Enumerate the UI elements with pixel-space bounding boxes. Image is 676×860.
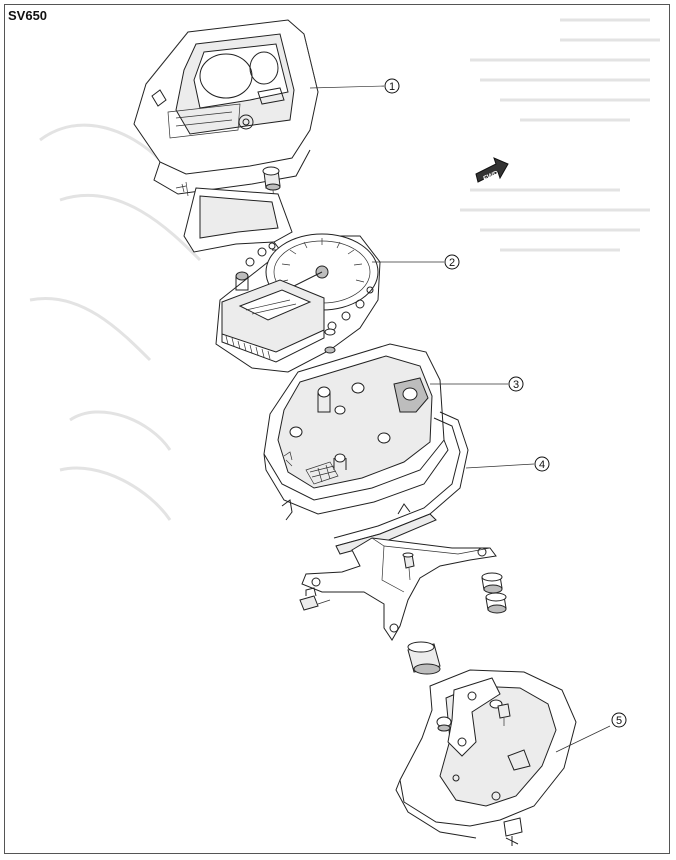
callout-4-num: 4 (539, 459, 545, 471)
callout-leaders (309, 85, 611, 753)
callout-5-num: 5 (616, 715, 622, 727)
callout-3: 3 (508, 376, 524, 392)
part-lower-case (263, 343, 449, 521)
part-grommets-right (481, 572, 507, 614)
part-meter-unit (215, 233, 381, 373)
page-frame (4, 4, 670, 854)
part-meter-lens (175, 181, 293, 253)
part-cushion-lower (407, 641, 441, 675)
part-screw-center (402, 552, 415, 581)
part-lower-cover (395, 669, 577, 846)
callout-1: 1 (384, 78, 400, 94)
callout-5: 5 (611, 712, 627, 728)
part-bolt-left (299, 587, 331, 611)
model-label: SV650 (8, 8, 48, 23)
part-case-ring (333, 411, 469, 555)
background-bleed (29, 18, 660, 521)
callout-4: 4 (534, 456, 550, 472)
part-grommet-upper (262, 166, 281, 203)
fwd-arrow-icon: FWD (475, 157, 509, 183)
callout-2: 2 (444, 254, 460, 270)
callout-2-num: 2 (449, 257, 455, 269)
case-vent-grid (305, 461, 339, 485)
part-meter-bracket (301, 537, 497, 641)
part-meter-cover (133, 19, 319, 195)
callout-1-num: 1 (389, 81, 395, 93)
tacho-ticks (279, 238, 365, 283)
callout-3-num: 3 (513, 379, 519, 391)
lcd-pins (225, 335, 271, 360)
